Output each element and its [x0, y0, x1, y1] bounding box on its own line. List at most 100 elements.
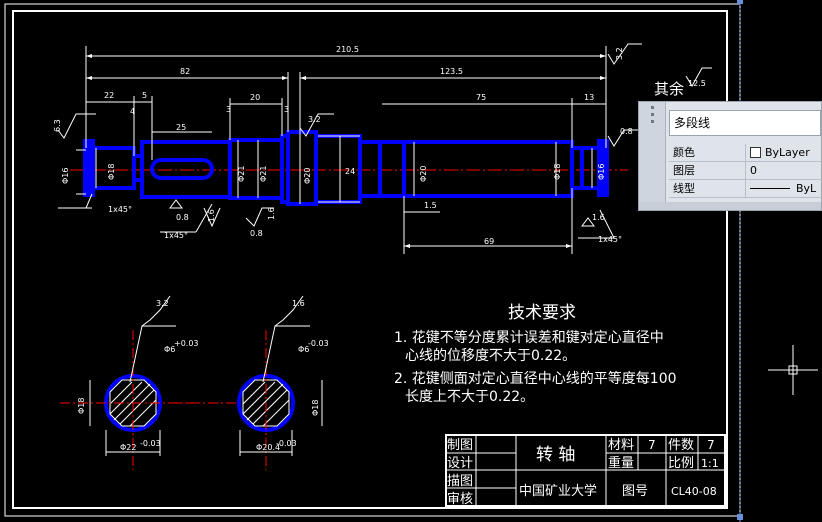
property-value[interactable]: ByL [746, 180, 822, 197]
grip-dot [650, 113, 654, 116]
tb-school: 中国矿业大学 [519, 483, 597, 499]
chamfer-right: 1x45° [598, 235, 622, 244]
dim-22: 22 [104, 91, 114, 100]
grip-dot [650, 120, 654, 123]
dim-5: 5 [142, 91, 147, 100]
grip-bottom[interactable] [737, 514, 743, 520]
property-rows: 颜色 ByLayer 图层 0 线型 ByL [669, 144, 822, 198]
spline-outer-dia-tol: -0.03 [140, 439, 161, 448]
shaft-end-right [597, 139, 609, 197]
tb-scale-key: 比例 [668, 456, 694, 471]
spline-key-width: Φ6 [164, 345, 175, 354]
object-type-dropdown[interactable]: 多段线 [669, 110, 821, 136]
spline-key-width-tol: +0.03 [174, 339, 199, 348]
dim-left-total: 82 [180, 67, 190, 76]
tb-material-value: 7 [648, 438, 656, 452]
spline-outer-dia: Φ22 [120, 443, 136, 452]
spline-section-right[interactable]: Φ20.4 -0.03 Φ18 Φ6 -0.03 1.6 [237, 295, 329, 470]
tb-part-name: 转 轴 [536, 445, 575, 465]
properties-palette[interactable]: 多段线 颜色 ByLayer 图层 0 线型 ByL [638, 101, 822, 211]
property-row-color[interactable]: 颜色 ByLayer [669, 144, 822, 162]
spline-right-inner: Φ18 [311, 400, 320, 416]
dia-20: Φ20 [419, 166, 428, 182]
dia-16: Φ16 [61, 168, 70, 184]
chamfer-mid: 1x45° [164, 231, 188, 240]
palette-footer [639, 202, 821, 210]
dia-16-right: Φ16 [597, 164, 606, 180]
tb-trace: 描图 [447, 474, 473, 489]
tb-count-key: 件数 [668, 438, 694, 453]
spline-right-outer-tol: -0.03 [276, 439, 297, 448]
property-key: 图层 [669, 162, 746, 179]
crosshair-cursor [768, 345, 818, 395]
spline-right-roughness: 1.6 [292, 299, 305, 308]
dim-3a: 3 [226, 105, 231, 114]
dim-4: 4 [130, 107, 135, 116]
spline-section-left[interactable]: Φ22 -0.03 Φ18 Φ6 +0.03 3.2 [60, 295, 200, 470]
tb-review: 审核 [447, 492, 473, 507]
tb-drawing-no-value: CL40-08 [671, 485, 717, 498]
tb-material-key: 材料 [608, 438, 634, 453]
roughness-0-8-key: 0.8 [176, 213, 189, 222]
tech-line-4: 长度上不大于0.22。 [405, 389, 534, 405]
tb-count-value: 7 [707, 438, 715, 452]
roughness-3-2-mid: 3.2 [308, 115, 321, 124]
tb-scale-value: 1:1 [701, 457, 719, 470]
property-value-text: ByLayer [765, 146, 810, 159]
roughness-values: 6.3 3.2 3.2 0.8 0.8 0.8 1.6 1.6 1.6 12.5 [53, 47, 706, 238]
roughness-1-6-a: 1.6 [207, 209, 216, 222]
dia-29: Φ20 [303, 168, 312, 184]
roughness-12-5: 12.5 [688, 79, 706, 88]
property-key: 线型 [669, 180, 746, 197]
grip-top[interactable] [737, 0, 743, 4]
technical-requirements: 技术要求 1. 花键不等分度累计误差和键对定心直径中 心线的位移度不大于0.22… [394, 303, 677, 405]
dim-1-5: 1.5 [424, 201, 437, 210]
spline-inner-dia: Φ18 [77, 398, 86, 414]
dia-21-left: Φ21 [237, 166, 246, 182]
shaft-end-left [83, 139, 95, 197]
spline-right-width-tol: -0.03 [308, 339, 329, 348]
dim-75: 75 [476, 93, 486, 102]
tb-draw: 制图 [447, 438, 473, 453]
dim-24: 24 [345, 167, 355, 176]
dim-69: 69 [484, 237, 494, 246]
other-label: 其余 [654, 80, 684, 98]
roughness-6-3: 6.3 [53, 119, 62, 132]
palette-grip-bar[interactable] [639, 102, 666, 210]
property-row-linetype[interactable]: 线型 ByL [669, 180, 822, 198]
property-value[interactable]: 0 [750, 164, 757, 177]
spline-right-width: Φ6 [298, 345, 309, 354]
dia-18: Φ18 [107, 164, 116, 180]
dim-overall: 210.5 [336, 45, 359, 54]
spline-roughness: 3.2 [156, 299, 169, 308]
tb-design: 设计 [447, 456, 473, 471]
dim-20: 20 [250, 93, 260, 102]
dia-18-right: Φ18 [553, 164, 562, 180]
tech-line-3: 2. 花键侧面对定心直径中心线的平等度每100 [394, 370, 677, 387]
linetype-preview-icon [750, 188, 790, 189]
roughness-3-2-top: 3.2 [615, 47, 624, 60]
roughness-0-8-right: 0.8 [620, 127, 633, 136]
dim-right-total: 123.5 [440, 67, 463, 76]
property-row-layer[interactable]: 图层 0 [669, 162, 822, 180]
tb-drawing-no-key: 图号 [622, 484, 648, 499]
property-value-text: ByL [796, 182, 817, 195]
dimension-lines [57, 43, 712, 254]
dim-3b: 3 [284, 105, 289, 114]
arrowheads [86, 54, 606, 248]
roughness-1-6-b: 1.6 [267, 207, 276, 220]
dimension-texts: 210.5 82 123.5 22 5 4 25 20 3 3 75 13 1.… [61, 45, 622, 246]
property-value[interactable]: ByLayer [746, 144, 822, 161]
roughness-1-6-c: 1.6 [592, 213, 605, 222]
grip-dot [650, 106, 654, 109]
tech-title: 技术要求 [508, 303, 576, 323]
tb-weight-key: 重量 [608, 455, 634, 471]
dim-13: 13 [584, 93, 594, 102]
property-key: 颜色 [669, 144, 746, 161]
dia-21-right: Φ21 [259, 166, 268, 182]
color-swatch-icon [750, 147, 761, 158]
title-block[interactable]: 制图 设计 描图 审核 转 轴 材料 7 件数 7 重量 比例 1:1 中国矿业… [445, 434, 726, 507]
chamfer-left: 1x45° [108, 205, 132, 214]
dim-25: 25 [176, 123, 186, 132]
